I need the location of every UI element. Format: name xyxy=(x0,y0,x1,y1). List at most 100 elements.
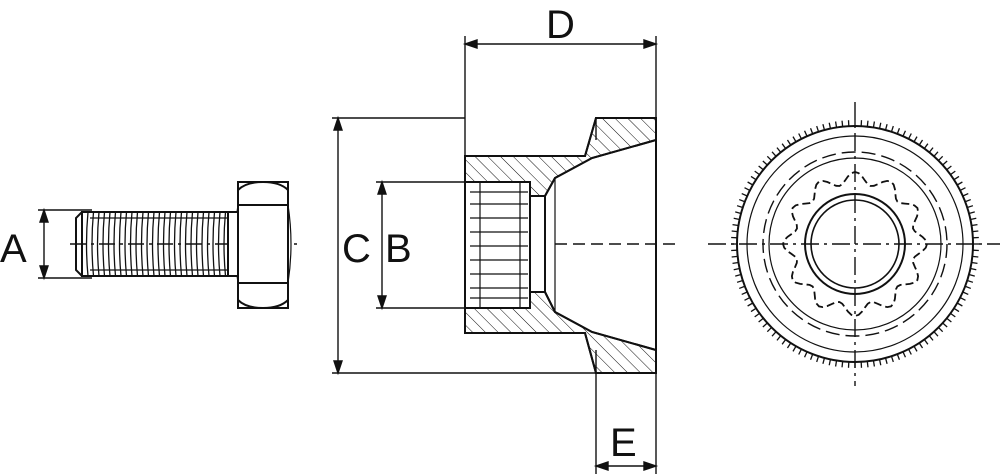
knurl-tooth xyxy=(967,279,974,283)
thread-line xyxy=(206,211,210,277)
knurl-tooth xyxy=(872,360,876,367)
thread-line xyxy=(140,211,144,277)
knurl-tooth xyxy=(902,351,907,358)
knurl-tooth xyxy=(781,339,787,345)
knurl-tooth xyxy=(890,125,894,132)
label-e: E xyxy=(610,421,637,465)
knurl-tooth xyxy=(937,326,944,333)
knurl-tooth xyxy=(766,326,773,333)
bolt-hex-head xyxy=(234,180,292,310)
knurl-tooth xyxy=(758,165,764,171)
knurl-tooth xyxy=(896,353,901,360)
thread-line xyxy=(168,211,172,277)
knurl-tooth xyxy=(803,130,808,137)
knurl-tooth xyxy=(803,351,808,358)
thread-line xyxy=(190,211,194,277)
thread-line xyxy=(157,211,161,277)
knurl-tooth xyxy=(733,267,740,271)
knurl-tooth xyxy=(731,255,738,258)
dimension-c xyxy=(332,115,596,376)
knurl-tooth xyxy=(741,192,748,197)
knurl-tooth xyxy=(959,187,966,192)
dimension-d xyxy=(462,36,659,156)
knurl-tooth xyxy=(878,122,882,129)
dimension-e xyxy=(593,373,659,474)
knob-section-view xyxy=(464,117,657,374)
thread-line xyxy=(113,211,117,277)
knurl-tooth xyxy=(834,121,838,128)
bolt-view xyxy=(70,180,298,310)
knurl-tooth xyxy=(792,136,797,143)
knurl-tooth xyxy=(942,160,948,166)
knurl-tooth xyxy=(972,230,979,233)
knurl-tooth xyxy=(739,285,746,290)
knurl-tooth xyxy=(776,335,782,341)
knurl-tooth xyxy=(913,345,918,352)
thread-line xyxy=(91,211,95,277)
knurl-tooth xyxy=(964,285,971,290)
knurl-tooth xyxy=(971,223,978,227)
thread-line xyxy=(195,211,199,277)
dimension-a xyxy=(38,207,92,281)
thread-line xyxy=(135,211,139,277)
knurl-tooth xyxy=(731,230,738,233)
knurl-tooth xyxy=(878,359,882,366)
knurl-tooth xyxy=(732,223,739,227)
knurl-tooth xyxy=(798,348,803,355)
knurl-tooth xyxy=(736,205,743,209)
knurl-tooth xyxy=(786,139,792,146)
knurl-tooth xyxy=(816,125,820,132)
knurl-tooth xyxy=(828,122,832,129)
knob-end-view xyxy=(708,102,1000,386)
thread-line xyxy=(102,211,106,277)
knurl-tooth xyxy=(771,331,777,337)
knurl-tooth xyxy=(786,342,792,349)
insert-serrations xyxy=(470,181,528,309)
knurl-tooth xyxy=(841,120,844,127)
knurl-tooth xyxy=(822,124,826,131)
thread-line xyxy=(96,211,100,277)
knurl-tooth xyxy=(766,155,773,162)
knurl-tooth xyxy=(933,151,939,157)
knurl-tooth xyxy=(762,160,768,166)
knurl-tooth xyxy=(923,339,929,345)
knurl-tooth xyxy=(809,128,814,135)
knurl-tooth xyxy=(896,128,901,135)
knurl-tooth xyxy=(834,360,838,367)
knurl-tooth xyxy=(776,147,782,153)
thread-line xyxy=(184,211,188,277)
knurl-tooth xyxy=(866,120,869,127)
knurl-tooth xyxy=(841,361,844,368)
knurl-tooth xyxy=(744,187,751,192)
bolt-thread-lines xyxy=(85,211,227,277)
thread-line xyxy=(223,211,227,277)
knurl-tooth xyxy=(967,205,974,209)
knob-insert-bore xyxy=(464,181,531,309)
knurl-tooth xyxy=(970,217,977,221)
thread-line xyxy=(146,211,150,277)
knurl-tooth xyxy=(953,307,960,313)
knurl-tooth xyxy=(956,181,963,186)
knurl-tooth xyxy=(950,170,956,176)
knurl-tooth xyxy=(907,133,912,140)
knurl-tooth xyxy=(928,147,934,153)
dimension-b xyxy=(376,179,465,311)
thread-line xyxy=(85,211,89,277)
knurl-tooth xyxy=(792,345,797,352)
thread-line xyxy=(201,211,205,277)
knurl-tooth xyxy=(762,322,768,328)
knurl-tooth xyxy=(758,317,764,323)
knurl-tooth xyxy=(928,335,934,341)
knurl-tooth xyxy=(918,139,924,146)
knurl-tooth xyxy=(798,133,803,140)
thread-line xyxy=(129,211,133,277)
knurl-tooth xyxy=(739,198,746,203)
thread-line xyxy=(151,211,155,277)
label-b: B xyxy=(385,227,412,271)
knurl-tooth xyxy=(744,296,751,301)
knurl-tooth xyxy=(747,181,754,186)
knurl-tooth xyxy=(771,151,777,157)
knurl-tooth xyxy=(733,217,740,221)
thread-line xyxy=(162,211,166,277)
